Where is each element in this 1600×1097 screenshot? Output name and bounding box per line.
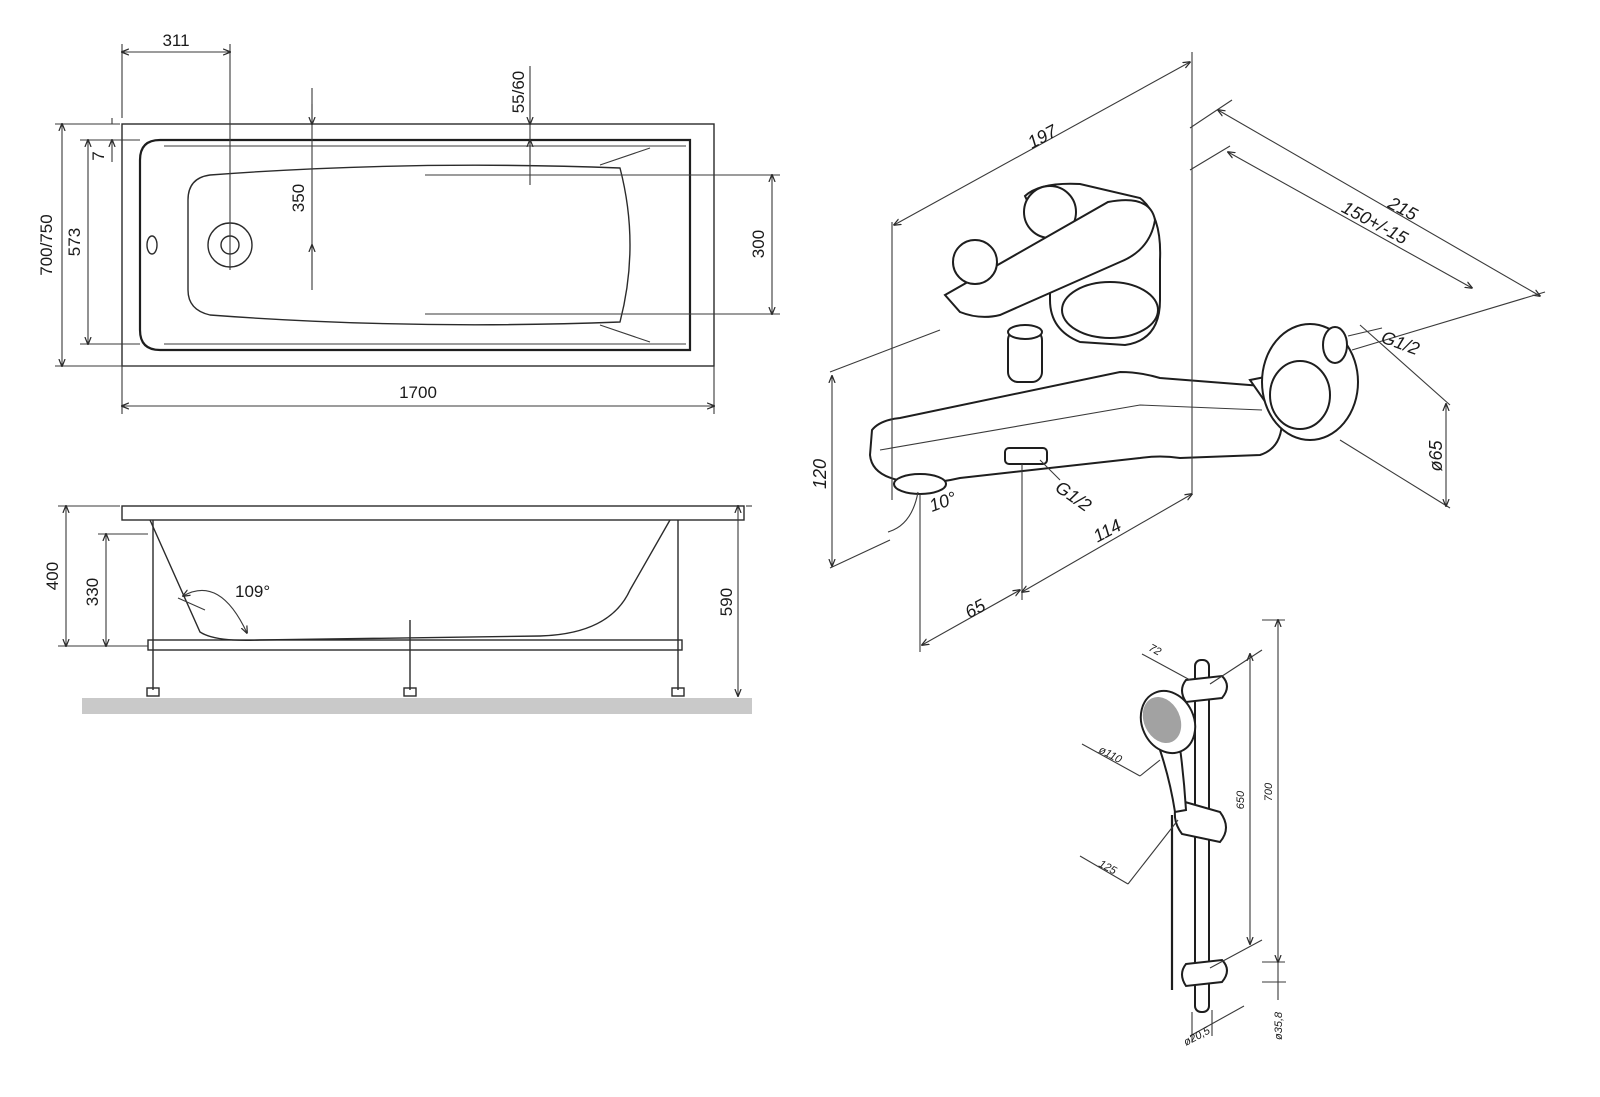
dim-label-110: ø110 <box>1097 744 1125 766</box>
dim-label-1700: 1700 <box>399 383 437 402</box>
angle-arc-109 <box>183 590 247 633</box>
dim-line-125 <box>1079 855 1129 885</box>
frame-rail <box>147 639 683 651</box>
bathtub-backrest-lines <box>599 147 651 343</box>
dim-label-125: 125 <box>1097 858 1120 878</box>
mixer-lever-knob <box>952 239 998 285</box>
dim-line-65 <box>922 590 1020 645</box>
bathtub-body-side <box>149 519 671 642</box>
mixer-spout-body <box>868 370 1284 484</box>
rail-wall-arm-top <box>1209 649 1263 685</box>
dim-label-65: 65 <box>962 595 990 623</box>
ext-line <box>829 329 941 373</box>
ext-line <box>1339 439 1451 509</box>
dim-label-7: 7 <box>89 151 108 160</box>
dim-label-55-60: 55/60 <box>509 71 528 114</box>
hand-shower-nozzles <box>1142 696 1182 744</box>
mixer-body-base <box>1061 281 1159 339</box>
bath-mixer: 197 215 150+/-15 G1/2 120 ø65 G1/2 10° <box>810 52 1546 652</box>
dim-line-114 <box>1022 494 1192 592</box>
dim-label-114: 114 <box>1090 515 1125 546</box>
dim-line-215 <box>1218 110 1540 296</box>
bathtub-inner-edge <box>138 138 692 352</box>
ext-line <box>1189 145 1231 171</box>
hand-shower-handle <box>1158 746 1188 814</box>
rail-wall-arm-bottom <box>1209 939 1263 969</box>
dim-line-20-5 <box>1189 1005 1245 1037</box>
thread-label-bottom: G1/2 <box>1052 477 1095 516</box>
dim-label-65-diameter: ø65 <box>1426 440 1446 472</box>
leader-line <box>1347 327 1383 337</box>
ext-line <box>1127 819 1179 885</box>
angle-label-109: 109° <box>235 582 270 601</box>
dim-label-120: 120 <box>810 459 830 489</box>
rail-bracket-top <box>1181 674 1228 704</box>
bathtub-basin <box>187 164 631 326</box>
bathtub-outer-rim <box>121 123 715 367</box>
bathtub-rim-side <box>121 505 745 521</box>
bathtub-top-view: 311 55/60 7 700/750 573 350 300 <box>37 31 780 414</box>
dim-label-72: 72 <box>1147 642 1163 658</box>
spout-bottom-connector <box>1004 447 1048 465</box>
angle-ref <box>177 597 206 611</box>
dim-label-650: 650 <box>1235 790 1247 809</box>
rail-bracket-bottom <box>1181 958 1228 988</box>
bathtub-side-view: 109° 400 330 590 <box>43 506 752 714</box>
angle-arc-10 <box>887 491 919 533</box>
dim-label-590: 590 <box>717 588 736 616</box>
dim-label-700-750: 700/750 <box>37 214 56 275</box>
dim-label-20-5: ø20,5 <box>1182 1024 1213 1048</box>
dim-line-72 <box>1141 653 1191 681</box>
leader-line <box>1039 459 1061 481</box>
dim-line-150 <box>1228 152 1472 288</box>
dim-label-35-8: ø35,8 <box>1273 1011 1285 1040</box>
ext-line <box>1189 99 1233 129</box>
dim-label-330: 330 <box>83 578 102 606</box>
overflow-hole <box>146 235 158 255</box>
dim-label-311: 311 <box>162 31 189 50</box>
frame-legs <box>146 520 685 697</box>
ext-line <box>1139 759 1161 777</box>
dim-label-573: 573 <box>65 228 84 256</box>
ext-line <box>829 539 891 569</box>
dim-line-197 <box>894 62 1190 225</box>
spout-outlet <box>893 473 947 495</box>
shower-set: 72 ø110 125 650 700 ø20,5 ø35,8 <box>1079 620 1286 1049</box>
dim-line-110 <box>1081 743 1141 777</box>
ext-line <box>1351 291 1546 351</box>
dim-label-197: 197 <box>1024 120 1061 152</box>
dim-label-350: 350 <box>289 184 308 212</box>
mixer-spout-edge <box>879 404 1263 451</box>
mixer-diverter-top <box>1007 324 1043 340</box>
flange-nut <box>1269 360 1331 430</box>
dim-label-700: 700 <box>1263 782 1275 801</box>
dim-label-300: 300 <box>749 230 768 258</box>
wall-connector <box>1322 326 1348 364</box>
ext-line <box>1359 324 1451 406</box>
dim-label-400: 400 <box>43 562 62 590</box>
bathtub-inner-edge-double <box>164 145 686 345</box>
floor <box>82 698 752 714</box>
thread-label-top: G1/2 <box>1379 327 1423 359</box>
